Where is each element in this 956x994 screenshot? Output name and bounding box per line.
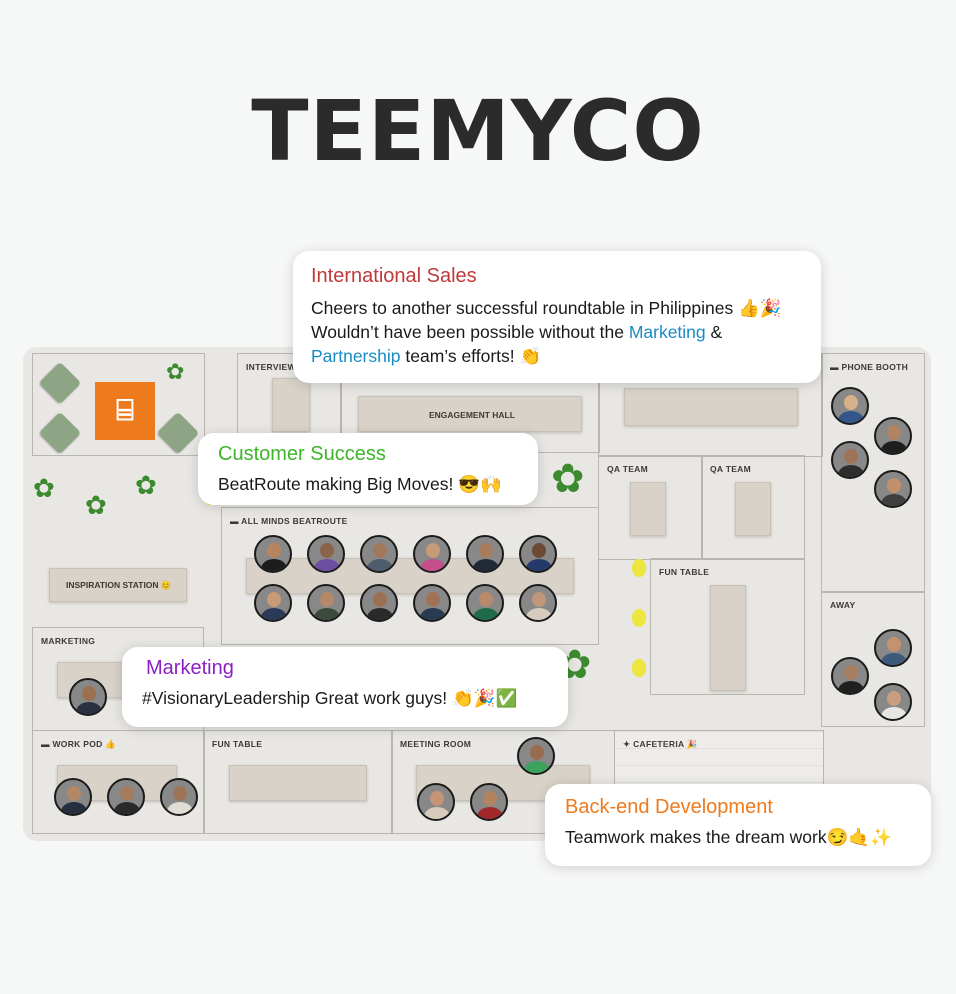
avatar[interactable] <box>519 535 557 573</box>
room-label: INSPIRATION STATION 😊 <box>66 580 172 590</box>
avatar[interactable] <box>254 584 292 622</box>
room-label: ✦ CAFETERIA 🎉 <box>623 739 698 749</box>
avatar[interactable] <box>831 441 869 479</box>
lounge-seat <box>38 411 82 455</box>
message-card-marketing[interactable]: Marketing #VisionaryLeadership Great wor… <box>122 647 568 727</box>
avatar[interactable] <box>874 470 912 508</box>
avatar[interactable] <box>413 584 451 622</box>
phone-icon: ▬ <box>830 362 842 372</box>
lounge-area: ⌸ <box>32 353 205 456</box>
avatar[interactable] <box>874 683 912 721</box>
avatar[interactable] <box>307 584 345 622</box>
room-icon: ▬ <box>230 516 242 526</box>
office-floor-map: ⌸ ✿ ✿ ✿ ✿ ✿ INTERVIEW ENGAGEMENT HALL ▬ … <box>23 347 931 841</box>
avatar[interactable] <box>519 584 557 622</box>
room-interview[interactable]: INTERVIEW <box>237 353 342 443</box>
room-label: ENGAGEMENT HALL <box>429 410 515 420</box>
room-phone-booth[interactable]: ▬ PHONE BOOTH <box>821 353 925 593</box>
table <box>735 482 771 536</box>
partnership-link[interactable]: Partnership <box>311 346 401 366</box>
table <box>630 482 666 536</box>
lounge-seat <box>38 361 82 405</box>
avatar[interactable] <box>874 417 912 455</box>
teemyco-logo: TEEMYCO <box>251 82 705 180</box>
avatar[interactable] <box>160 778 198 816</box>
room-label: ▬ WORK POD 👍 <box>41 739 117 749</box>
plant-icon: ✿ <box>135 470 157 500</box>
room-label: QA TEAM <box>607 464 648 474</box>
table <box>710 585 746 691</box>
message-card-international-sales[interactable]: International Sales Cheers to another su… <box>293 251 821 383</box>
plant-icon: ✿ <box>551 457 585 501</box>
table <box>624 388 798 426</box>
avatar[interactable] <box>413 535 451 573</box>
company-logo-icon: ⌸ <box>95 382 155 440</box>
room-qa-team[interactable]: QA TEAM <box>598 455 703 560</box>
room-label: MEETING ROOM <box>400 739 472 749</box>
card-title: Marketing <box>146 657 234 679</box>
room-fun-table-bottom[interactable]: FUN TABLE <box>203 730 393 834</box>
avatar[interactable] <box>307 535 345 573</box>
avatar[interactable] <box>360 535 398 573</box>
room-icon: ✦ <box>623 739 634 749</box>
avatar[interactable] <box>831 387 869 425</box>
room-label: FUN TABLE <box>659 567 710 577</box>
message-card-back-end-development[interactable]: Back-end Development Teamwork makes the … <box>545 784 931 866</box>
table <box>358 396 582 432</box>
avatar[interactable] <box>360 584 398 622</box>
card-message: BeatRoute making Big Moves! 😎🙌 <box>218 474 502 494</box>
table <box>229 765 367 801</box>
avatar[interactable] <box>107 778 145 816</box>
room-label: ▬ PHONE BOOTH <box>830 362 909 372</box>
room-fun-table[interactable]: FUN TABLE <box>650 558 805 695</box>
room-label: FUN TABLE <box>212 739 263 749</box>
table <box>246 558 574 594</box>
card-message: Teamwork makes the dream work😏🤙✨ <box>565 827 892 847</box>
avatar[interactable] <box>466 535 504 573</box>
avatar[interactable] <box>254 535 292 573</box>
plant-icon: ✿ <box>33 473 55 503</box>
avatar[interactable] <box>831 657 869 695</box>
card-message: Cheers to another successful roundtable … <box>311 298 782 366</box>
room-label: INTERVIEW <box>246 362 296 372</box>
card-title: Customer Success <box>218 443 386 465</box>
avatar[interactable] <box>517 737 555 775</box>
avatar[interactable] <box>417 783 455 821</box>
lounge-seat <box>156 411 200 455</box>
room-icon: ▬ <box>41 739 53 749</box>
card-message: #VisionaryLeadership Great work guys! 👏🎉… <box>142 688 518 708</box>
room-label: MARKETING <box>41 636 96 646</box>
room-label: QA TEAM <box>710 464 751 474</box>
card-title: Back-end Development <box>565 796 773 818</box>
marketing-link[interactable]: Marketing <box>628 322 706 342</box>
avatar[interactable] <box>470 783 508 821</box>
plant-icon: ✿ <box>166 359 185 384</box>
table <box>272 378 310 432</box>
avatar[interactable] <box>54 778 92 816</box>
room-away[interactable]: AWAY <box>821 591 925 727</box>
room-qa-team[interactable]: QA TEAM <box>701 455 805 560</box>
avatar[interactable] <box>874 629 912 667</box>
avatar[interactable] <box>69 678 107 716</box>
table-inspiration-station[interactable] <box>49 568 187 602</box>
plant-icon: ✿ <box>85 490 107 520</box>
avatar[interactable] <box>466 584 504 622</box>
room-label: ▬ ALL MINDS BEATROUTE <box>230 516 348 526</box>
card-title: International Sales <box>311 265 477 287</box>
room-all-minds-beatroute[interactable]: ▬ ALL MINDS BEATROUTE <box>221 507 599 645</box>
message-card-customer-success[interactable]: Customer Success BeatRoute making Big Mo… <box>198 433 538 505</box>
room-label: AWAY <box>830 600 856 610</box>
